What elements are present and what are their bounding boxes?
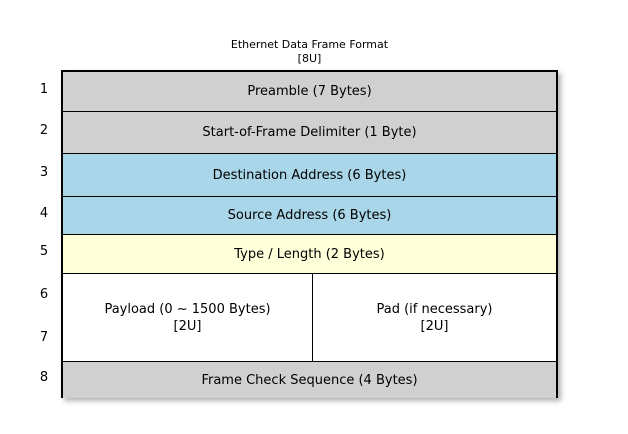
frame-cell-source-address-label: Source Address (6 Bytes) xyxy=(227,208,392,223)
frame-row-preamble: Preamble (7 Bytes) xyxy=(63,72,556,112)
page-title: Ethernet Data Frame Format xyxy=(230,38,389,51)
frame-cell-payload-label: Payload (0 ~ 1500 Bytes) xyxy=(104,301,271,317)
frame-cell-destination-address-label: Destination Address (6 Bytes) xyxy=(212,167,407,183)
frame-cell-payload-sublabel: [2U] xyxy=(173,318,202,334)
row-number-7: 7 xyxy=(39,330,49,345)
frame-row-type-length: Type / Length (2 Bytes) xyxy=(63,235,556,274)
diagram-title-block: Ethernet Data Frame Format [8U] xyxy=(61,38,558,66)
frame-row-start-of-frame-delimiter: Start-of-Frame Delimiter (1 Byte) xyxy=(63,112,556,154)
frame-cell-payload: Payload (0 ~ 1500 Bytes)[2U] xyxy=(63,274,313,361)
row-number-2: 2 xyxy=(39,123,49,138)
page-subtitle: [8U] xyxy=(297,52,322,65)
row-number-4: 4 xyxy=(39,206,49,221)
row-number-1: 1 xyxy=(39,82,49,97)
frame-cell-type-length-label: Type / Length (2 Bytes) xyxy=(234,246,385,262)
ethernet-frame-table: Preamble (7 Bytes) Start-of-Frame Delimit… xyxy=(61,70,558,398)
frame-cell-pad-label: Pad (if necessary) xyxy=(376,301,493,317)
frame-row-frame-check-sequence: Frame Check Sequence (4 Bytes) xyxy=(63,362,556,398)
frame-cell-pad-sublabel: [2U] xyxy=(420,318,449,334)
frame-cell-start-of-frame-delimiter-label: Start-of-Frame Delimiter (1 Byte) xyxy=(202,125,417,140)
row-number-8: 8 xyxy=(39,370,49,385)
frame-cell-preamble-label: Preamble (7 Bytes) xyxy=(247,84,372,99)
frame-row-destination-address: Destination Address (6 Bytes) xyxy=(63,154,556,197)
frame-row-payload-pad: Payload (0 ~ 1500 Bytes)[2U]Pad (if nece… xyxy=(63,274,556,362)
frame-cell-frame-check-sequence-label: Frame Check Sequence (4 Bytes) xyxy=(201,372,418,388)
row-number-gutter: 1 2 3 4 5 6 7 8 xyxy=(30,70,58,398)
row-number-6: 6 xyxy=(39,287,49,302)
frame-cell-pad: Pad (if necessary)[2U] xyxy=(313,274,556,361)
frame-row-source-address: Source Address (6 Bytes) xyxy=(63,197,556,235)
row-number-5: 5 xyxy=(39,244,49,259)
row-number-3: 3 xyxy=(39,165,49,180)
